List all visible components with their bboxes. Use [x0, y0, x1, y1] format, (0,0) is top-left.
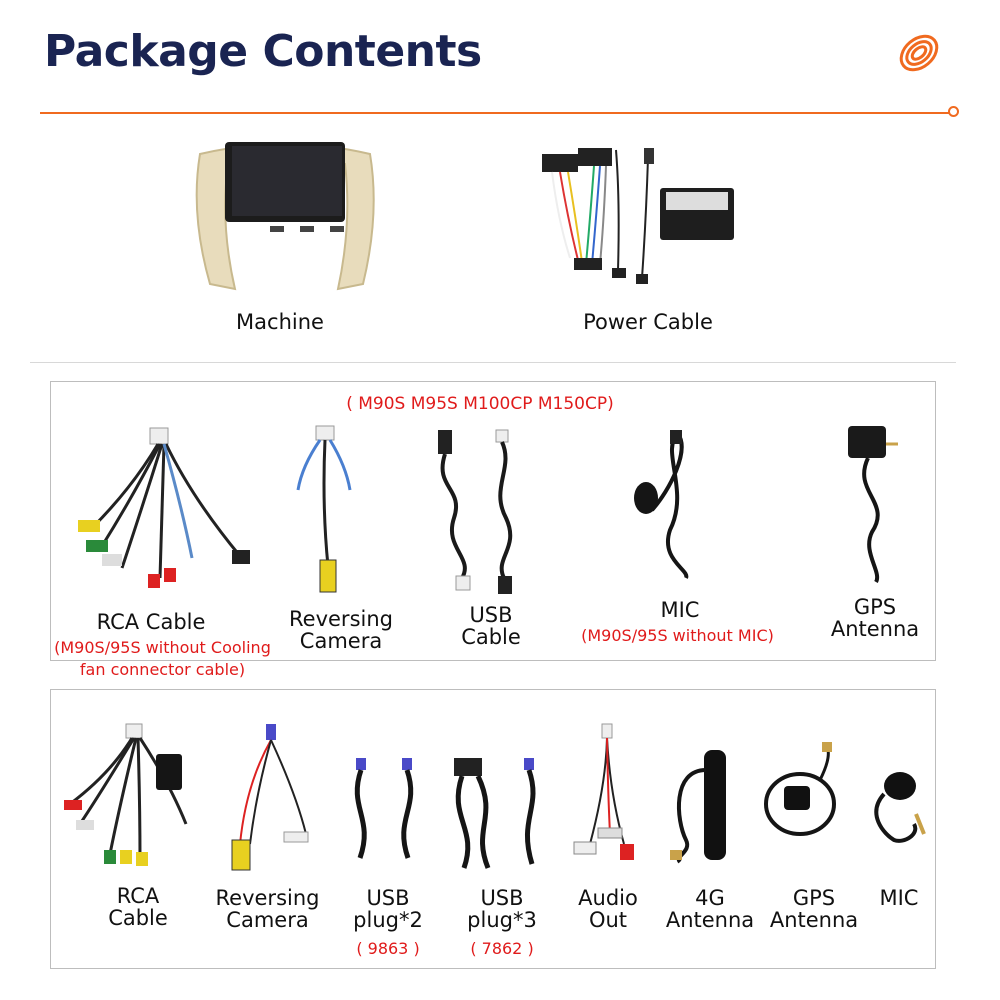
package-box-standard: [50, 689, 936, 969]
page-title: Package Contents: [44, 26, 482, 77]
mic-2-image: [874, 772, 926, 843]
power-cable-label: Power Cable: [583, 310, 713, 334]
usb-plug-2-image: [354, 758, 414, 859]
audio-out-label: Audio Out: [578, 886, 638, 932]
4g-antenna-label: 4G Antenna: [665, 886, 755, 932]
gps-antenna-image: [848, 426, 898, 584]
reversing-camera-image: [296, 425, 352, 593]
rca-cable-2-label: RCA Cable: [108, 884, 168, 930]
rca-cable-label: RCA Cable: [96, 610, 206, 634]
rca-cable-image: [78, 427, 250, 588]
gps-antenna-2-label: GPS Antenna: [769, 886, 859, 932]
rca-cable-2-image: [64, 723, 188, 866]
usb-plug-3-label: USB plug*3: [467, 886, 537, 932]
head-unit-image: [195, 142, 375, 291]
usb-cable-image: [438, 429, 513, 594]
machine-label: Machine: [236, 310, 324, 334]
gps-antenna-2-image: [764, 742, 836, 836]
reversing-camera-label: Reversing Camera: [289, 607, 393, 653]
usb-plug-2-note: ( 9863 ): [356, 939, 420, 958]
reversing-camera-2-label: Reversing Camera: [215, 886, 320, 932]
section-divider: [30, 362, 956, 363]
gps-antenna-label: GPS Antenna: [830, 595, 920, 641]
usb-plug-3-image: [454, 758, 536, 869]
audio-out-image: [573, 723, 634, 860]
usb-plug-3-note: ( 7862 ): [470, 939, 534, 958]
reversing-camera-2-image: [231, 724, 309, 871]
package-box-m90s: [50, 381, 936, 661]
usb-cable-label: USB Cable: [461, 603, 521, 649]
mic-2-label: MIC: [879, 886, 919, 910]
header-rule: [40, 112, 952, 114]
rca-cable-note: (M90S/95S without Cooling fan connector …: [54, 638, 271, 679]
mic-image: [634, 430, 689, 579]
mic-label: MIC: [660, 598, 700, 622]
box1-model-note: ( M90S M95S M100CP M150CP): [346, 394, 614, 414]
power-harness-image: [542, 148, 734, 284]
4g-antenna-image: [670, 750, 726, 864]
mic-note: (M90S/95S without MIC): [581, 626, 774, 645]
header-rule-dot: [948, 106, 959, 117]
usb-plug-2-label: USB plug*2: [353, 886, 423, 932]
orange-coil-logo-icon: [899, 34, 939, 72]
